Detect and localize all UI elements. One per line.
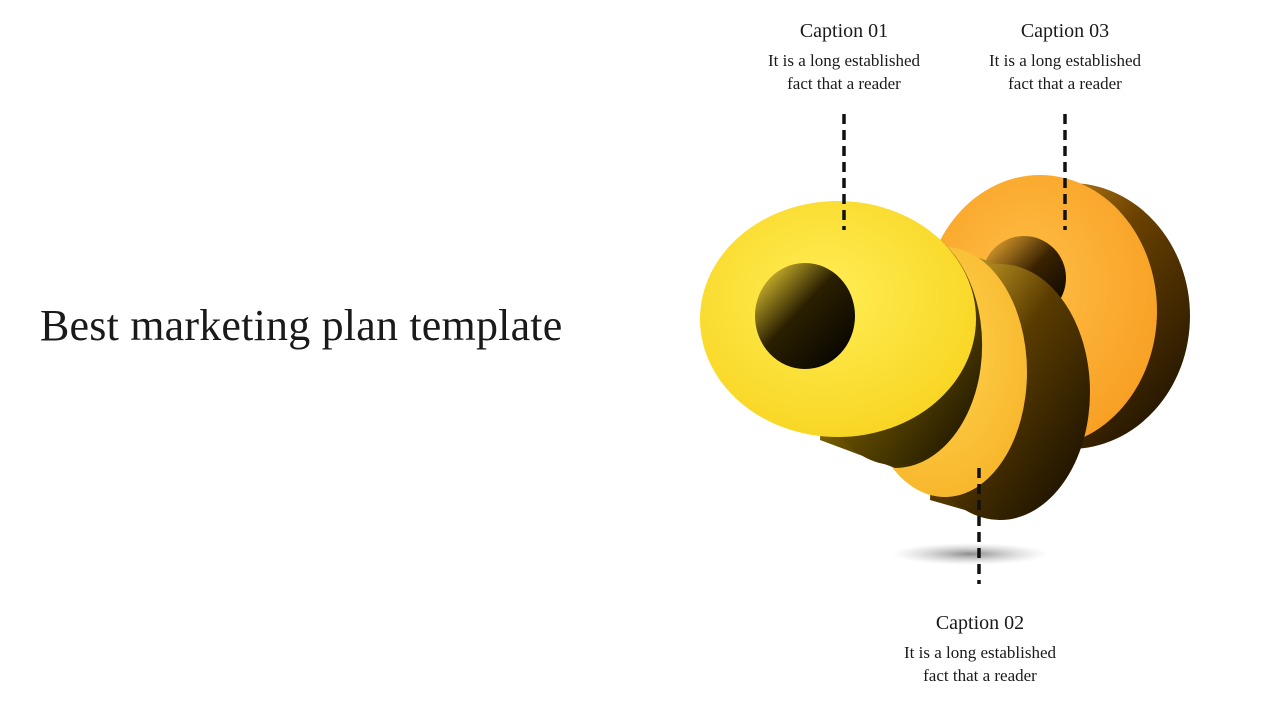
floor-shadow	[892, 543, 1048, 565]
caption-01-body: It is a long established fact that a rea…	[734, 49, 954, 95]
caption-01: Caption 01 It is a long established fact…	[734, 19, 954, 95]
caption-03-line1: It is a long established	[988, 51, 1142, 70]
caption-03-line2: fact that a reader	[1008, 74, 1122, 93]
ring-front	[700, 201, 983, 468]
caption-01-line2: fact that a reader	[787, 74, 901, 93]
caption-03-title: Caption 03	[1020, 20, 1110, 42]
caption-02: Caption 02 It is a long established fact…	[870, 611, 1090, 687]
caption-03: Caption 03 It is a long established fact…	[955, 19, 1175, 95]
caption-02-line2: fact that a reader	[923, 666, 1037, 685]
caption-02-title: Caption 02	[935, 612, 1025, 634]
caption-02-line1: It is a long established	[903, 643, 1057, 662]
slide-title: Best marketing plan template	[40, 301, 563, 350]
caption-03-body: It is a long established fact that a rea…	[955, 49, 1175, 95]
caption-01-line1: It is a long established	[767, 51, 921, 70]
caption-01-title: Caption 01	[799, 20, 889, 42]
caption-02-body: It is a long established fact that a rea…	[870, 641, 1090, 687]
